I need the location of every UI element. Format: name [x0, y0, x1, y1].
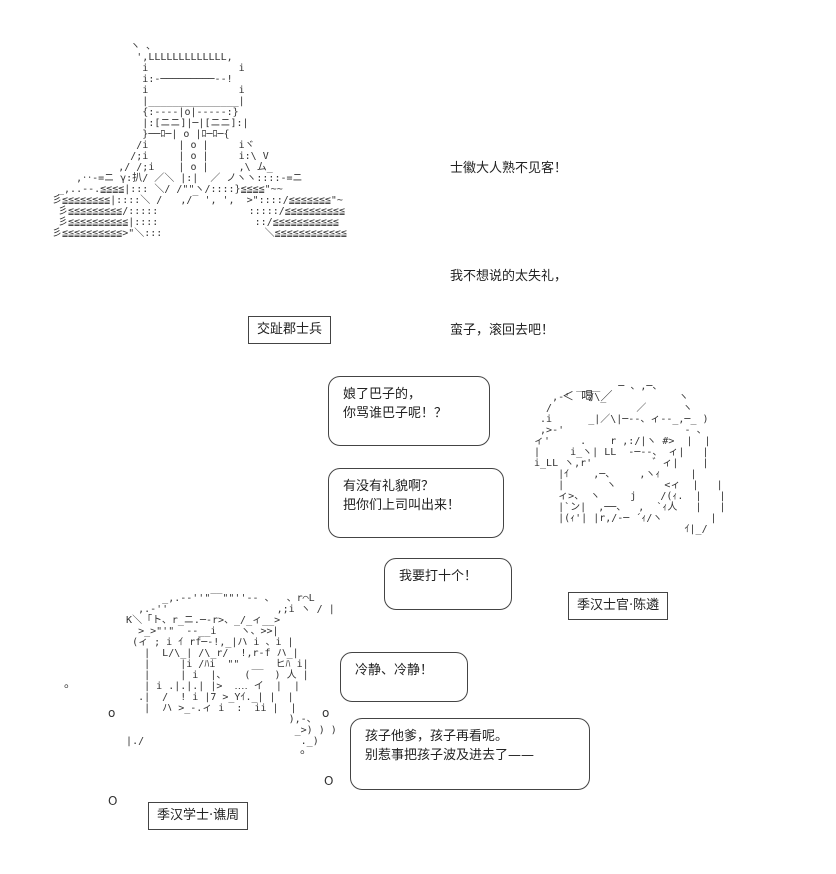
soldier-speech: 士徽大人熟不见客！ 我不想说的太失礼， 蛮子，滚回去吧！	[450, 124, 567, 358]
sweat-dot: 。	[300, 742, 313, 756]
soldier-speech-line	[450, 214, 567, 232]
bubble-line: 我要打十个！	[399, 569, 478, 584]
bubble-line: 你骂谁巴子呢！？	[343, 406, 448, 421]
soldier-speech-line: 我不想说的太失礼，	[450, 269, 568, 284]
scholar-art: _,.-‐''"‾‾""''‐- 、 、r⌒L ,.-'' ,;i ヽ / | …	[126, 593, 337, 747]
bubble-line: 别惹事把孩子波及进去了——	[365, 748, 535, 763]
soldier-speech-line: 士徽大人熟不见客！	[450, 161, 568, 176]
officer-art: ____ ─ 、,─、 ,‐' /\_ ヽ / ／ ヽ .i _|／\|─‐-、…	[534, 381, 726, 535]
bubble-line: 孩子他爹，孩子再看呢。	[365, 729, 509, 744]
sweat-dot: O	[324, 774, 334, 788]
bubble-line: 有没有礼貌啊？	[343, 479, 435, 494]
sweat-dot: 。	[64, 676, 77, 690]
speech-bubble-5: 孩子他爹，孩子再看呢。 别惹事把孩子波及进去了——	[350, 718, 590, 790]
bubble-line: 把你们上司叫出来！	[343, 498, 461, 513]
soldier-label: 交趾郡士兵	[248, 316, 332, 344]
speech-bubble-1: 娘了巴子的， 你骂谁巴子呢！？	[328, 376, 490, 446]
speech-bubble-4: 冷静、冷静！	[340, 652, 468, 702]
soldier-art: ヽ ､ ',LLLLLLLLLLLLL, i i i:-─────────‐-!…	[52, 41, 347, 239]
speech-bubble-3: 我要打十个！	[384, 558, 512, 610]
soldier-speech-line: 蛮子，滚回去吧！	[450, 323, 555, 338]
sweat-dot: O	[108, 794, 118, 808]
bubble-line: 娘了巴子的，	[343, 387, 422, 402]
speech-bubble-2: 有没有礼貌啊？ 把你们上司叫出来！	[328, 468, 504, 538]
officer-label: 季汉士官·陈遴	[568, 592, 669, 620]
officer-shout: ＜ 喝 ／	[562, 389, 613, 403]
sweat-dot: o	[108, 706, 116, 720]
scholar-label: 季汉学士·谯周	[148, 802, 249, 830]
bubble-line: 冷静、冷静！	[355, 663, 434, 678]
sweat-dot: o	[322, 706, 330, 720]
